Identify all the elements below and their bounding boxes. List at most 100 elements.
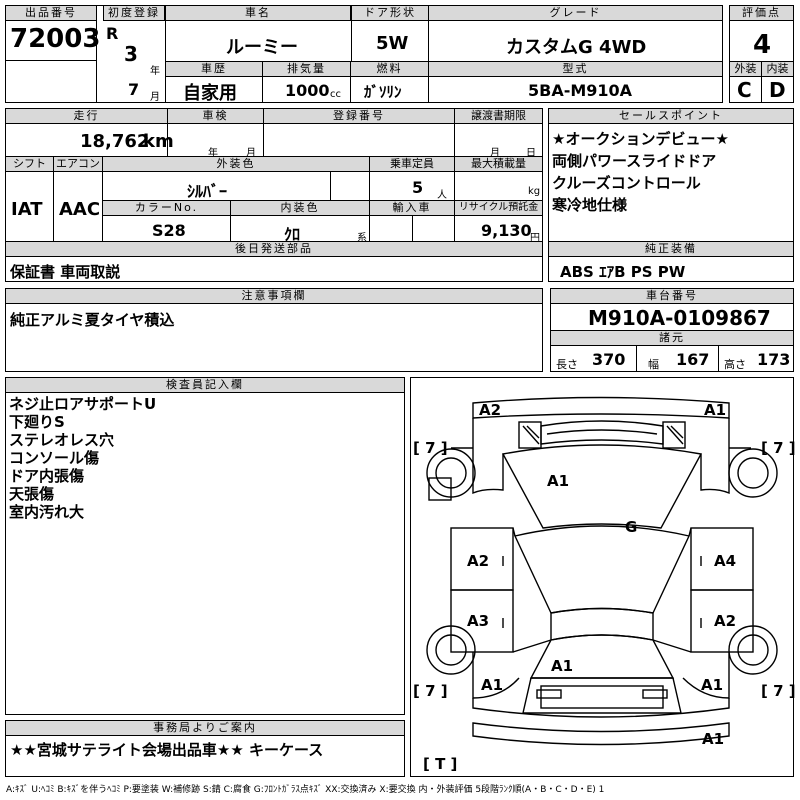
inspector-note-6: 天張傷: [9, 485, 55, 503]
int-color: ｸﾛ: [284, 225, 301, 244]
length: 370: [592, 350, 626, 369]
cc-unit: cc: [330, 89, 341, 100]
label-grade: グレード: [428, 5, 723, 21]
width: 167: [676, 350, 710, 369]
legend: A:ｷｽﾞ U:ﾍｺﾐ B:ｷｽﾞを伴うﾍｺﾐ P:要塗装 W:補修跡 S:錆 …: [6, 785, 605, 795]
reg-month: 7: [128, 80, 140, 99]
label-max-load: 最大積載量: [454, 156, 543, 172]
width-label: 幅: [648, 358, 659, 371]
label-history: 車歴: [165, 61, 263, 77]
label-recycle: リサイクル預託金: [454, 200, 543, 216]
km-unit: km: [143, 131, 174, 152]
label-import: 輸入車: [369, 200, 455, 216]
sales-point-2: 両側パワースライドドア: [552, 152, 717, 170]
label-capacity: 乗車定員: [369, 156, 455, 172]
mark-door-rl: A3: [467, 612, 490, 630]
mark-rear-hatch: A1: [551, 657, 574, 675]
series-unit: 系: [357, 233, 367, 244]
height: 173: [757, 350, 791, 369]
genuine-equipment: ABS ｴｱB PS PW: [560, 263, 686, 281]
label-chassis: 車台番号: [550, 288, 794, 304]
label-aircon: エアコン: [53, 156, 103, 172]
label-inspector: 検査員記入欄: [5, 377, 405, 393]
inspector-note-1: ネジ止ロアサポートU: [9, 395, 157, 413]
displacement: 1000: [285, 81, 330, 100]
label-exterior: 外装: [729, 61, 762, 77]
height-label: 高さ: [724, 358, 746, 371]
label-model-code: 型式: [428, 61, 723, 77]
chassis-number: M910A-0109867: [588, 306, 771, 330]
label-first-reg: 初度登録: [103, 5, 165, 21]
notes: 純正アルミ夏タイヤ積込: [10, 311, 175, 329]
label-ext-color: 外装色: [102, 156, 370, 172]
later-parts: 保証書 車両取説: [10, 263, 121, 281]
label-fuel: 燃料: [350, 61, 429, 77]
spare-tire: [ T ]: [423, 755, 458, 773]
label-notes: 注意事項欄: [5, 288, 543, 304]
aircon: AAC: [59, 199, 101, 220]
kg-unit: kg: [528, 186, 541, 197]
label-genuine: 純正装備: [548, 241, 794, 257]
era: R: [106, 24, 119, 43]
fuel: ｶﾞｿﾘﾝ: [364, 83, 402, 101]
label-int-color: 内装色: [230, 200, 370, 216]
label-color-no: カラーNo.: [102, 200, 231, 216]
office-message: ★★宮城サテライト会場出品車★★ キーケース: [10, 741, 324, 759]
mark-front-left: A2: [479, 401, 502, 419]
mark-door-fr: A4: [714, 552, 737, 570]
mark-rear-right: A1: [701, 676, 724, 694]
inspector-note-3: ステレオレス穴: [9, 431, 115, 449]
damage-diagram: A2 A1 [ 7 ] [ 7 ] [ 7 ] [ 7 ] [ T ] A1 G…: [410, 377, 796, 777]
label-reg-number: 登録番号: [263, 108, 455, 124]
door-type: 5W: [376, 33, 409, 54]
label-lot: 出品番号: [5, 5, 97, 21]
tire-rl: [ 7 ]: [413, 682, 448, 700]
month-unit: 月: [150, 92, 160, 103]
inspector-note-4: コンソール傷: [9, 449, 100, 467]
mark-roof: G: [625, 518, 638, 536]
score: 4: [753, 30, 772, 60]
tire-fr: [ 7 ]: [761, 439, 796, 457]
tire-fl: [ 7 ]: [413, 439, 448, 457]
mark-front-right: A1: [704, 401, 727, 419]
label-specs: 諸元: [550, 330, 794, 346]
car-outline: [426, 396, 778, 746]
inspector-note-2: 下廻りS: [9, 413, 65, 431]
label-interior: 内装: [761, 61, 794, 77]
shift: IAT: [11, 199, 43, 220]
capacity: 5: [412, 178, 424, 197]
inspection-year-unit: 年: [208, 148, 218, 159]
inspector-block: [5, 377, 405, 715]
recycle: 9,130: [481, 221, 532, 240]
tire-rr: [ 7 ]: [761, 682, 796, 700]
sales-point-3: クルーズコントロール: [552, 174, 701, 192]
genuine-block: [548, 256, 794, 282]
label-shift: シフト: [5, 156, 54, 172]
transfer-day: 日: [526, 148, 536, 159]
label-score: 評価点: [729, 5, 794, 21]
history: 自家用: [183, 83, 237, 104]
model-code: 5BA-M910A: [528, 81, 633, 100]
transfer-month-unit: 月: [490, 148, 500, 159]
interior-grade: D: [769, 78, 786, 102]
sales-point-4: 寒冷地仕様: [552, 196, 628, 214]
year-unit: 年: [150, 66, 160, 77]
color-no: S28: [152, 221, 186, 240]
reg-year: 3: [124, 42, 138, 66]
persons-unit: 人: [437, 190, 447, 201]
grade: カスタムG 4WD: [506, 37, 647, 58]
mark-door-fl: A2: [467, 552, 490, 570]
label-inspection: 車検: [167, 108, 264, 124]
mark-door-rr: A2: [714, 612, 737, 630]
car-name: ルーミー: [226, 37, 298, 58]
inspector-note-5: ドア内張傷: [9, 467, 85, 485]
later-parts-block: [5, 256, 543, 282]
label-transfer-doc: 譲渡書期限: [454, 108, 543, 124]
mark-rear-left: A1: [481, 676, 504, 694]
mark-hood: A1: [547, 472, 570, 490]
ext-color: ｼﾙﾊﾞｰ: [187, 182, 228, 201]
lot-number: 72003: [10, 24, 101, 54]
label-later-parts: 後日発送部品: [5, 241, 543, 257]
mark-rear-bumper: A1: [702, 730, 725, 748]
exterior-grade: C: [737, 78, 752, 102]
